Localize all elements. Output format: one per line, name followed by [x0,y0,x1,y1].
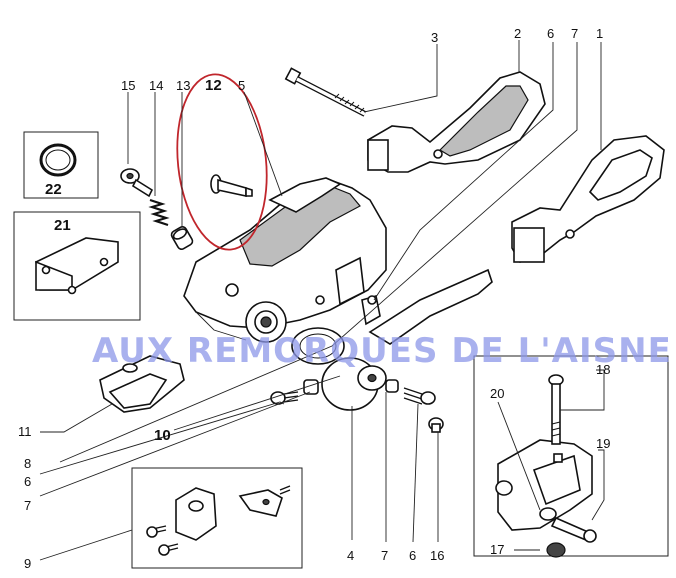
part-19-bolt[interactable] [550,516,597,543]
label-14: 14 [149,78,163,93]
label-6-left: 6 [24,474,31,489]
label-12: 12 [205,77,222,94]
label-19: 19 [596,436,610,451]
part-1-rear-handle[interactable] [511,135,665,263]
part-9-box[interactable] [131,467,303,569]
part-22-ring [39,143,77,177]
label-3: 3 [431,30,438,45]
label-5: 5 [238,78,245,93]
label-17: 17 [490,542,504,557]
leader-lines [39,40,605,561]
label-10: 10 [154,427,171,444]
label-4: 4 [347,548,354,563]
bottom-nut[interactable] [546,542,566,558]
part-4-knob[interactable] [321,357,387,411]
label-2: 2 [514,26,521,41]
part-3-long-bolt[interactable] [284,67,367,117]
label-6-bottom: 6 [409,548,416,563]
label-15: 15 [121,78,135,93]
screw-6-right[interactable] [403,387,436,405]
part-11-cover[interactable] [99,355,185,413]
part-10-ring[interactable] [291,327,345,365]
coupling-head-body[interactable] [183,177,387,343]
highlight-circle-part-12 [176,73,268,251]
part-17-nut[interactable] [495,480,513,496]
part-14-spring[interactable] [148,198,170,227]
part-2-upper-handle[interactable] [367,71,546,173]
label-21: 21 [54,217,71,234]
lower-lever[interactable] [361,268,493,345]
label-9: 9 [24,556,31,571]
part-15-pin[interactable] [120,168,154,198]
label-22: 22 [45,181,62,198]
label-18: 18 [596,362,610,377]
part-22-box[interactable] [23,131,99,199]
label-7-left: 7 [24,498,31,513]
part-13-bushing[interactable] [170,225,194,250]
label-8: 8 [24,456,31,471]
part-12-pin[interactable] [210,174,253,197]
nut-7-left[interactable] [303,379,319,395]
nut-7-right[interactable] [385,379,399,393]
label-11: 11 [18,424,32,439]
label-7-bottom: 7 [381,548,388,563]
part-18-bolt[interactable] [548,374,564,445]
label-6-top: 6 [547,26,554,41]
part-labels: 1 2 3 6 7 15 14 13 12 5 22 21 11 10 8 6 … [18,26,610,571]
label-1: 1 [596,26,603,41]
watermark-text: AUX REMORQUES DE L'AISNE [92,331,672,371]
label-7-top: 7 [571,26,578,41]
part-21-box[interactable] [13,211,141,321]
label-16: 16 [430,548,444,563]
label-20: 20 [490,386,504,401]
part-20-nut[interactable] [539,507,557,521]
part-16-cap[interactable] [428,417,444,433]
label-13: 13 [176,78,190,93]
